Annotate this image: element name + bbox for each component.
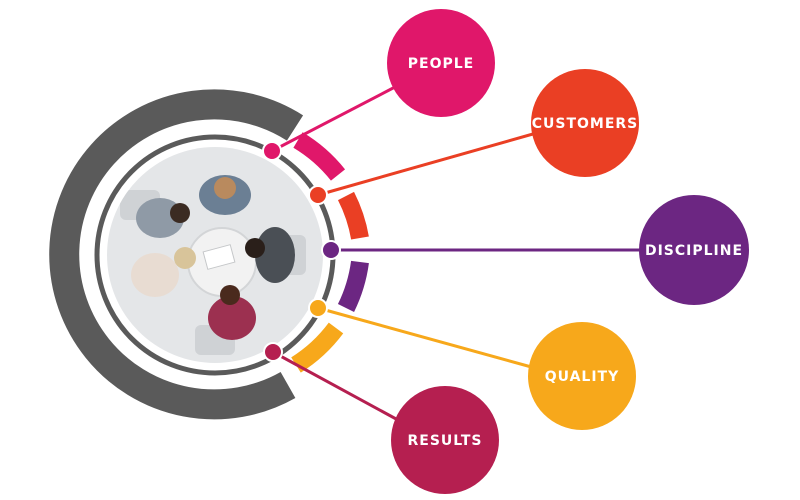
- connector-quality: [318, 308, 535, 368]
- node-quality: QUALITY: [528, 322, 636, 430]
- node-label-discipline: DISCIPLINE: [645, 243, 743, 259]
- node-label-people: PEOPLE: [408, 56, 474, 72]
- node-discipline: DISCIPLINE: [639, 195, 749, 305]
- dot-customers: [309, 186, 327, 204]
- node-people: PEOPLE: [387, 9, 495, 117]
- dot-discipline: [322, 241, 340, 259]
- node-customers: CUSTOMERS: [531, 69, 639, 177]
- node-label-results: RESULTS: [407, 433, 482, 449]
- connector-results: [273, 352, 398, 420]
- connector-customers: [318, 132, 540, 195]
- segment-arc-discipline: [346, 262, 360, 308]
- segment-arc-customers: [346, 196, 360, 238]
- dot-results: [264, 343, 282, 361]
- node-label-quality: QUALITY: [545, 369, 620, 385]
- dot-people: [263, 142, 281, 160]
- node-results: RESULTS: [391, 386, 499, 494]
- team-meeting-photo: [100, 140, 330, 370]
- dot-quality: [309, 299, 327, 317]
- node-label-customers: CUSTOMERS: [532, 116, 639, 132]
- segment-arc-people: [298, 140, 338, 175]
